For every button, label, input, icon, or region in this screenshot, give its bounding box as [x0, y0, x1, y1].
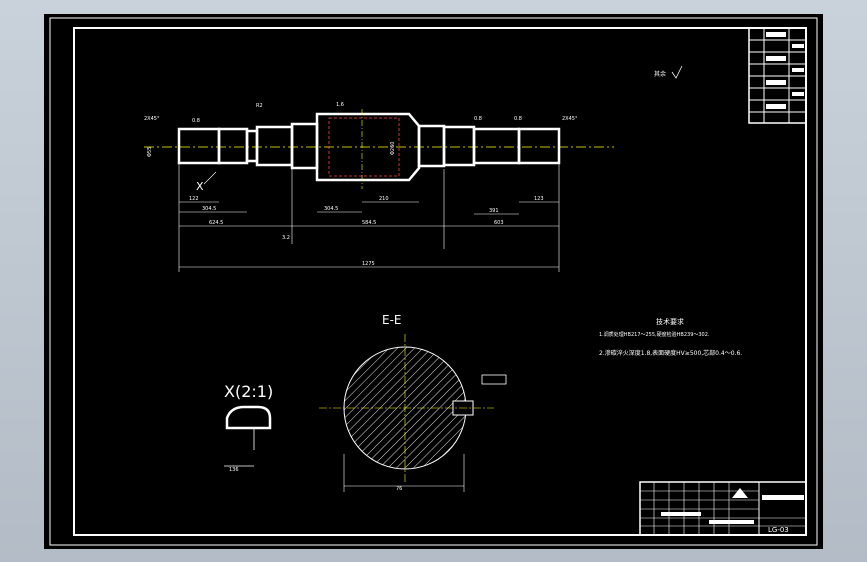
fillet-r: R2 — [256, 103, 263, 109]
inner-frame — [73, 27, 807, 536]
roughness-symbol — [671, 65, 683, 79]
outer-frame — [49, 17, 818, 546]
dim-l3: 304.5 — [324, 206, 338, 212]
tech-req-title: 技术要求 — [656, 317, 684, 326]
revision-table — [748, 27, 807, 124]
rough-4: 0.8 — [514, 116, 522, 122]
dim-right: 603 — [494, 220, 504, 226]
drawing-canvas: 其余 1275 624.5 584.5 603 304.5 304 — [49, 17, 818, 546]
rough-3: 0.8 — [474, 116, 482, 122]
section-dim: 76 — [396, 486, 402, 492]
tech-req-line1: 1.调质处理HB217～255,硬度检验HB239～302. — [599, 331, 710, 338]
section-title: E-E — [382, 313, 402, 327]
rough-1: 0.8 — [192, 118, 200, 124]
shaft-outline — [177, 112, 561, 182]
detail-dim: 136 — [229, 467, 239, 473]
hidden-bore — [328, 117, 400, 177]
dimension-lines — [178, 164, 560, 272]
dia-mid: Φ260 — [390, 142, 396, 155]
dim-overall: 1275 — [362, 261, 375, 267]
dim-l4: 210 — [379, 196, 389, 202]
section-ee — [319, 334, 507, 492]
title-block — [639, 481, 807, 536]
chamfer-left: 2X45° — [144, 116, 160, 122]
rough-2: 1.6 — [336, 102, 344, 108]
dim-l2: 304.5 — [202, 206, 216, 212]
dim-l7: 122 — [189, 196, 199, 202]
dim-left: 624.5 — [209, 220, 223, 226]
chamfer-right: 2X45° — [562, 116, 578, 122]
rough-5: 3.2 — [282, 235, 290, 241]
detail-x — [224, 405, 272, 467]
drawing-number: LG-03 — [768, 526, 789, 534]
dia-left: Φ55 — [147, 147, 153, 157]
detail-pointer: X — [196, 180, 204, 193]
roughness-note: 其余 — [654, 70, 666, 78]
tech-req-line2: 2.渗碳淬火深度1.8,表面硬度HV≥500,芯部0.4～0.6. — [599, 349, 742, 357]
dim-l5: 391 — [489, 208, 499, 214]
cad-viewport[interactable]: 其余 1275 624.5 584.5 603 304.5 304 — [44, 14, 823, 549]
detail-title: X(2:1) — [224, 382, 273, 401]
dim-l6: 123 — [534, 196, 544, 202]
dim-mid: 584.5 — [362, 220, 376, 226]
